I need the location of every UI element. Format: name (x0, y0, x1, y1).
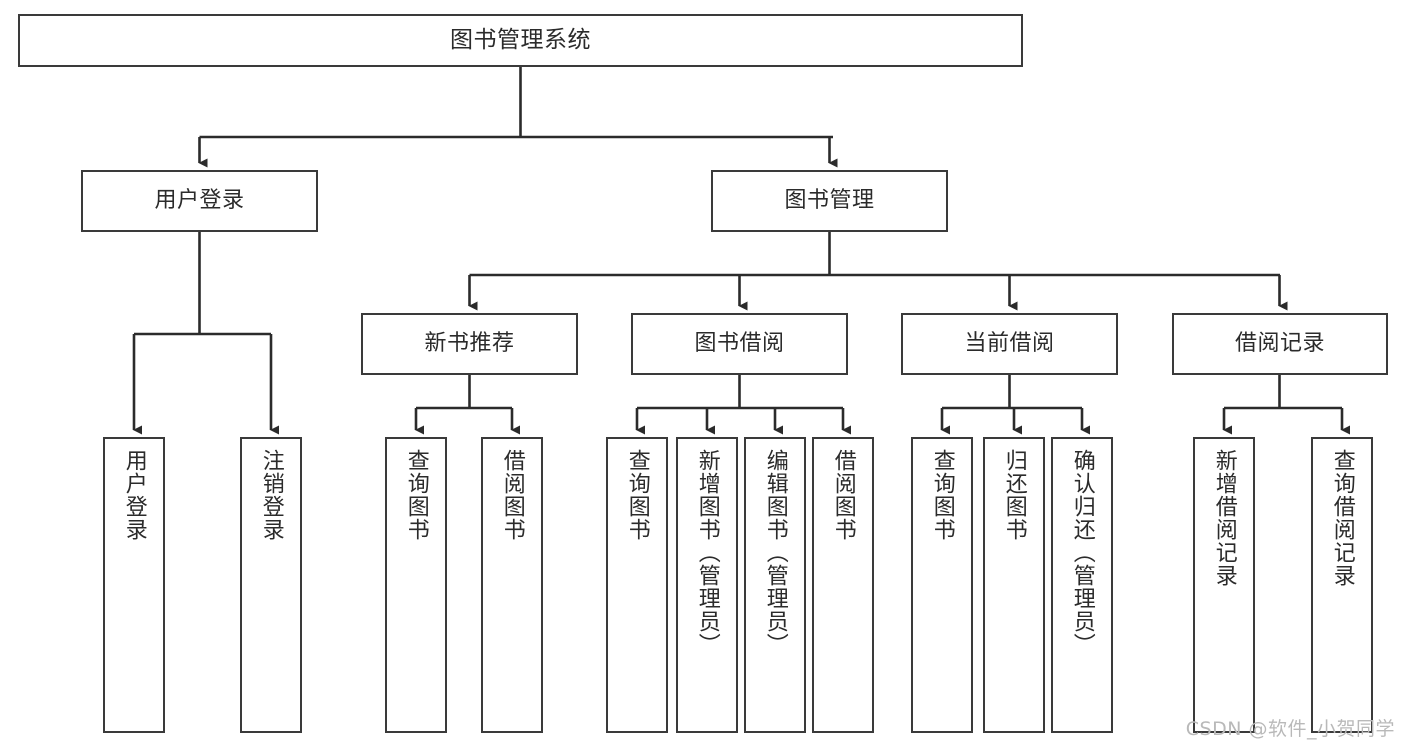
node-book-management-label: 图书管理 (784, 187, 875, 213)
leaf-cb-query-book-label: 查询图书 (929, 449, 955, 541)
leaf-bb-query-book-label: 查询图书 (624, 449, 650, 541)
leaf-bb-edit-book-admin[interactable]: 编辑图书（管理员） (744, 437, 806, 733)
node-book-management[interactable]: 图书管理 (711, 170, 948, 232)
node-root[interactable]: 图书管理系统 (18, 14, 1023, 67)
node-current-borrow-label: 当前借阅 (964, 330, 1055, 356)
node-new-book-recommend-label: 新书推荐 (424, 330, 515, 356)
csdn-watermark: CSDN @软件_小贺同学 (1185, 718, 1395, 740)
leaf-bb-edit-book-admin-label: 编辑图书（管理员） (762, 449, 788, 656)
leaf-nbr-query-book[interactable]: 查询图书 (385, 437, 447, 733)
leaf-cb-query-book[interactable]: 查询图书 (911, 437, 973, 733)
leaf-logout-label: 注销登录 (258, 449, 284, 541)
node-root-label: 图书管理系统 (450, 26, 591, 53)
leaf-bb-add-book-admin-label: 新增图书（管理员） (694, 449, 720, 656)
leaf-cb-confirm-return-admin-label: 确认归还（管理员） (1069, 449, 1095, 656)
node-borrow-record-label: 借阅记录 (1234, 330, 1325, 356)
node-current-borrow[interactable]: 当前借阅 (901, 313, 1118, 375)
node-new-book-recommend[interactable]: 新书推荐 (361, 313, 578, 375)
leaf-cb-return-book[interactable]: 归还图书 (983, 437, 1045, 733)
leaf-br-add-record-label: 新增借阅记录 (1211, 449, 1237, 587)
leaf-bb-add-book-admin[interactable]: 新增图书（管理员） (676, 437, 738, 733)
leaf-nbr-query-book-label: 查询图书 (403, 449, 429, 541)
leaf-cb-return-book-label: 归还图书 (1001, 449, 1027, 541)
leaf-user-login[interactable]: 用户登录 (103, 437, 165, 733)
node-user-login-label: 用户登录 (154, 187, 245, 213)
leaf-nbr-borrow-book-label: 借阅图书 (499, 449, 525, 541)
leaf-bb-query-book[interactable]: 查询图书 (606, 437, 668, 733)
leaf-bb-borrow-book[interactable]: 借阅图书 (812, 437, 874, 733)
leaf-br-add-record[interactable]: 新增借阅记录 (1193, 437, 1255, 733)
leaf-nbr-borrow-book[interactable]: 借阅图书 (481, 437, 543, 733)
node-borrow-record[interactable]: 借阅记录 (1172, 313, 1388, 375)
node-book-borrow-label: 图书借阅 (694, 330, 785, 356)
leaf-user-login-label: 用户登录 (121, 449, 147, 541)
leaf-logout[interactable]: 注销登录 (240, 437, 302, 733)
leaf-br-query-record[interactable]: 查询借阅记录 (1311, 437, 1373, 733)
leaf-bb-borrow-book-label: 借阅图书 (830, 449, 856, 541)
node-user-login[interactable]: 用户登录 (81, 170, 318, 232)
leaf-br-query-record-label: 查询借阅记录 (1329, 449, 1355, 587)
node-book-borrow[interactable]: 图书借阅 (631, 313, 848, 375)
leaf-cb-confirm-return-admin[interactable]: 确认归还（管理员） (1051, 437, 1113, 733)
